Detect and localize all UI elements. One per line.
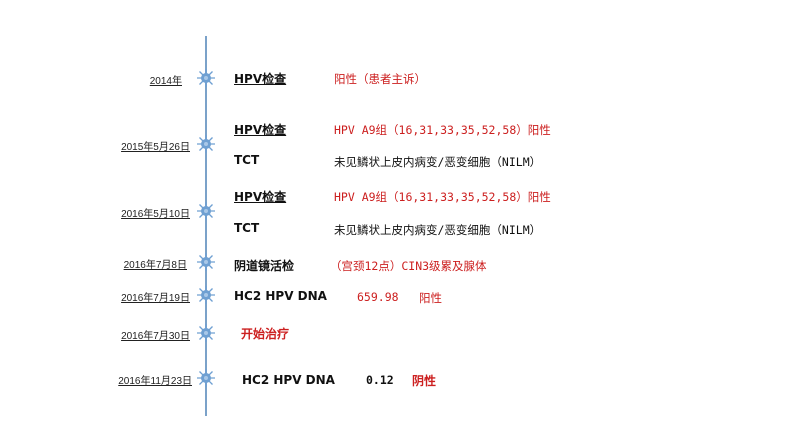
- test-value: 659.98: [357, 290, 399, 304]
- test-result: 阳性: [419, 291, 442, 305]
- timeline-date: 2016年5月10日: [121, 209, 190, 220]
- timeline-date: 2016年7月30日: [121, 331, 190, 342]
- test-result: 阴性: [412, 374, 437, 388]
- timeline-date: 2016年7月19日: [121, 293, 190, 304]
- timeline-node-icon: [197, 69, 215, 87]
- timeline-date: 2015年5月26日: [121, 142, 190, 153]
- test-name: HPV检查: [234, 72, 287, 86]
- test-name: HPV检查: [234, 123, 287, 137]
- test-result: HPV A9组（16,31,33,35,52,58）阳性: [334, 123, 551, 137]
- timeline-node-icon: [197, 324, 215, 342]
- test-result: 阳性（患者主诉）: [334, 72, 426, 86]
- test-result: 未见鳞状上皮内病变/恶变细胞（NILM）: [334, 223, 542, 237]
- timeline-date: 2014年: [149, 76, 182, 87]
- test-name: TCT: [234, 221, 260, 235]
- test-name: HC2 HPV DNA: [242, 373, 335, 387]
- timeline-node-icon: [197, 135, 215, 153]
- timeline-date: 2016年11月23日: [118, 376, 192, 387]
- timeline-node-icon: [197, 369, 215, 387]
- timeline-date: 2016年7月8日: [123, 260, 187, 271]
- test-name: 阴道镜活检: [234, 259, 295, 273]
- test-result: （宫颈12点）CIN3级累及腺体: [330, 259, 487, 273]
- timeline-axis: [205, 36, 207, 416]
- timeline-node-icon: [197, 286, 215, 304]
- test-result: 未见鳞状上皮内病变/恶变细胞（NILM）: [334, 155, 542, 169]
- test-name: TCT: [234, 153, 260, 167]
- timeline-node-icon: [197, 253, 215, 271]
- test-name: HPV检查: [234, 190, 287, 204]
- test-result: HPV A9组（16,31,33,35,52,58）阳性: [334, 190, 551, 204]
- treatment-start-label: 开始治疗: [241, 327, 290, 341]
- timeline-node-icon: [197, 202, 215, 220]
- test-value: 0.12: [366, 373, 394, 387]
- test-name: HC2 HPV DNA: [234, 289, 327, 303]
